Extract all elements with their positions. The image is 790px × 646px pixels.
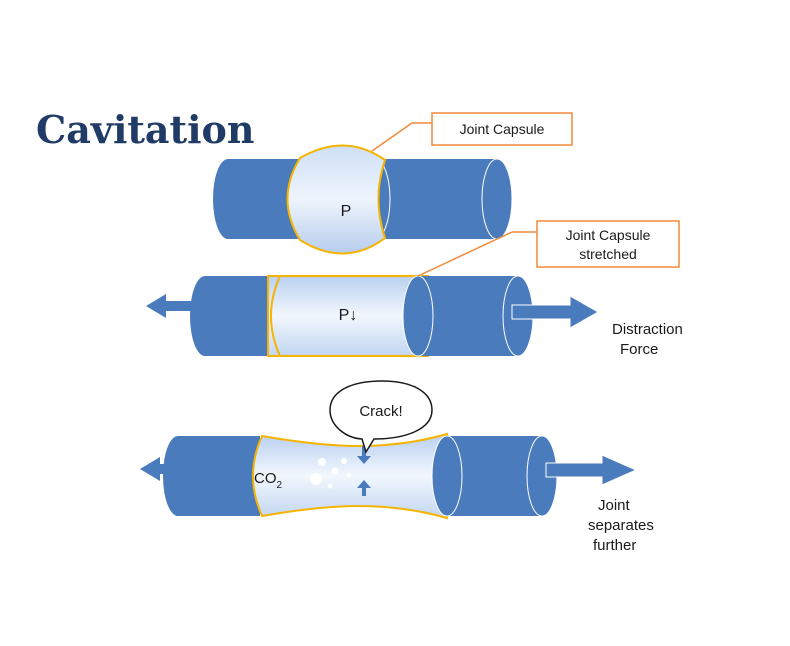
crack-label: Crack! (359, 403, 402, 420)
callout-stretched-line2: stretched (579, 246, 637, 262)
separates-line1: Joint (598, 497, 631, 514)
pressure-label-mid: P↓ (339, 307, 358, 324)
gas-bubbles (310, 458, 352, 489)
joint-row-resting: P (213, 144, 513, 255)
separates-line3: further (593, 537, 636, 554)
arrow-icon (357, 446, 371, 464)
callout-stretched-line1: Joint Capsule (566, 227, 651, 243)
left-bone-mid (190, 276, 280, 356)
right-bone-mid (402, 275, 534, 357)
joint-capsule-stretched (267, 275, 429, 357)
arrow-icon (357, 480, 371, 496)
right-bone-bottom (431, 435, 558, 517)
arrow-icon (511, 295, 600, 329)
arrow-icon (146, 294, 200, 318)
distraction-force-line1: Distraction (612, 321, 683, 338)
distraction-force-line2: Force (620, 341, 658, 358)
joint-capsule-top (286, 144, 387, 255)
arrow-icon (545, 454, 638, 486)
speech-bubble-icon: Crack! (329, 380, 433, 454)
joint-row-cavitation: CO2 (140, 432, 638, 520)
separates-line2: separates (588, 517, 654, 534)
callout-joint-capsule-stretched: Joint Capsule stretched (417, 220, 680, 277)
co2-label: CO2 (254, 470, 283, 491)
arrow-icon (140, 457, 182, 481)
left-bone-bottom (163, 436, 260, 516)
callout-joint-capsule: Joint Capsule (371, 112, 573, 152)
page-title: Cavitation (36, 107, 255, 152)
joint-row-stretched: P↓ (146, 275, 600, 357)
pressure-label-top: P (341, 203, 352, 220)
callout-joint-capsule-text: Joint Capsule (460, 121, 545, 137)
